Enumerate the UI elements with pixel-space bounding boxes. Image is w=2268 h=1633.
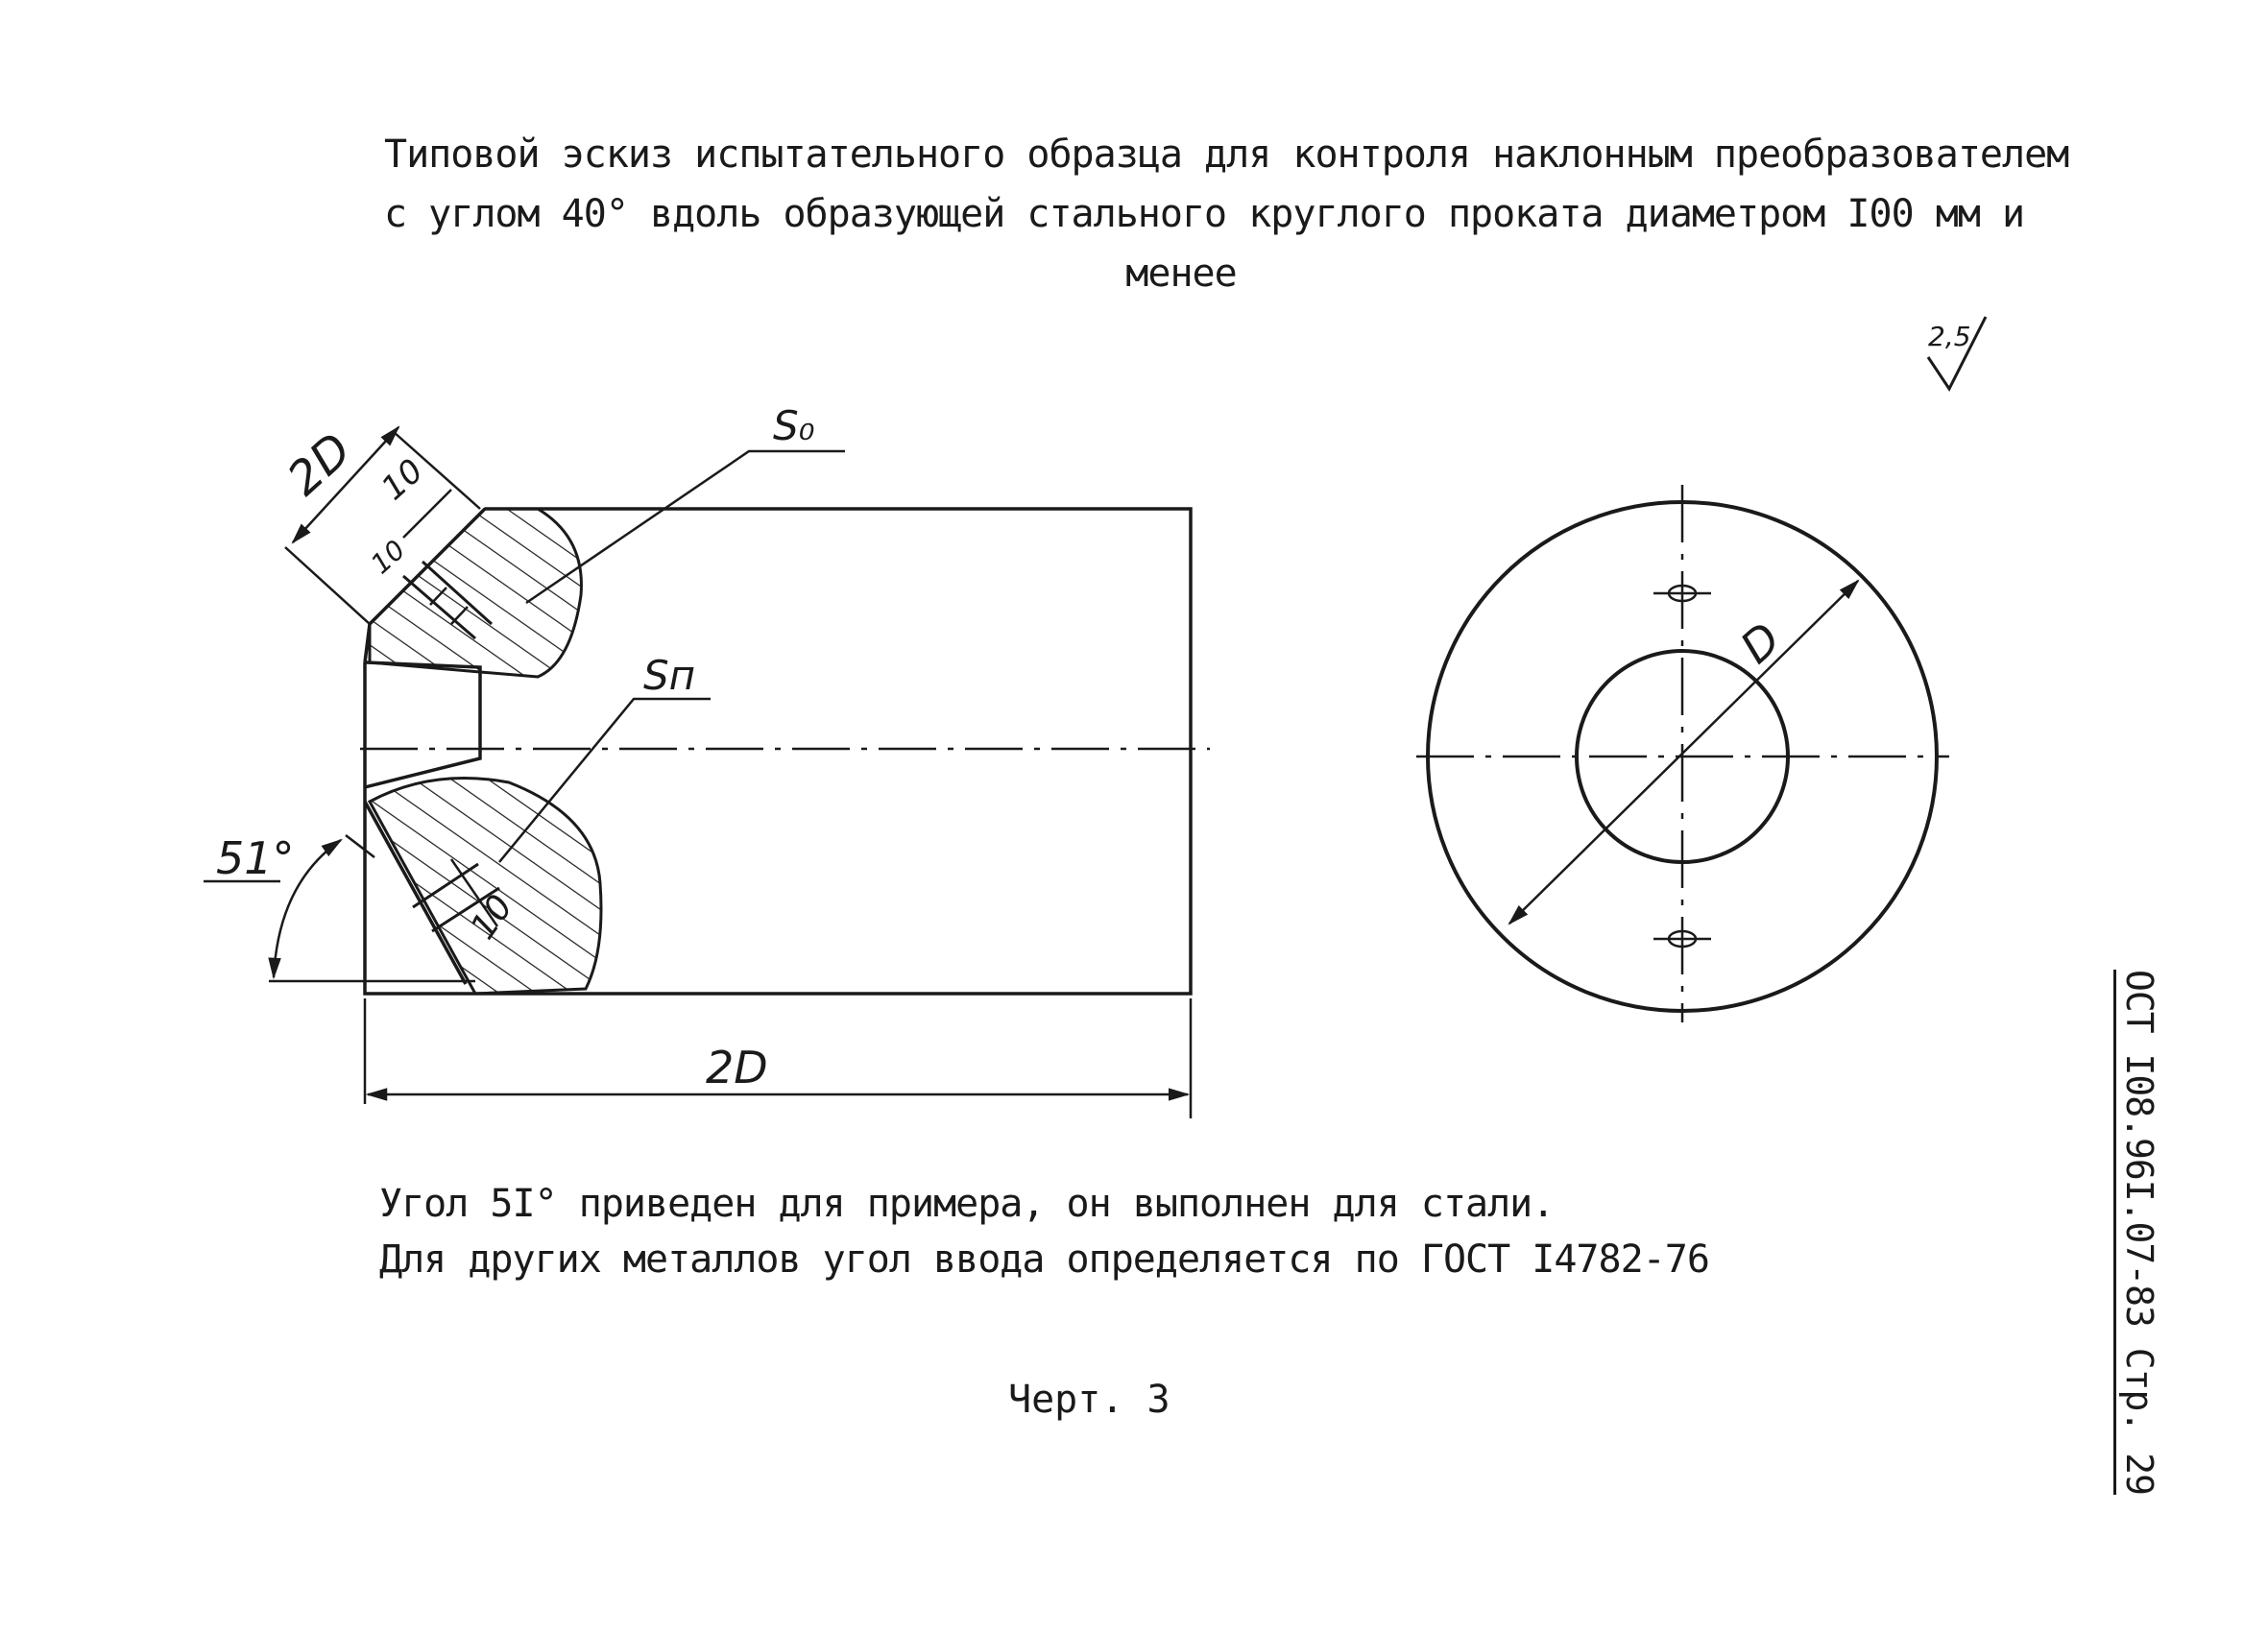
dim-2d-inclined-label: 2D [277, 422, 362, 506]
standard-page-stamp: ОСТ I08.96I.07-83 Стр. 29 [2113, 970, 2160, 1495]
title-line-3: менее [1125, 252, 1237, 296]
sn-label: Sп [643, 652, 695, 699]
drawing-notes: Угол 5I° приведен для примера, он выполн… [379, 1176, 1710, 1287]
angle-51-label: 51° [216, 832, 295, 884]
sn-leader [498, 697, 711, 863]
title-line-2: с углом 40° вдоль образующей стального к… [384, 192, 2025, 236]
title-line-1: Типовой эскиз испытательного образца для… [384, 132, 2069, 177]
upper-hatched-section [368, 507, 583, 679]
dim-2d-length-label: 2D [706, 1042, 768, 1093]
angle-51-dimension [204, 834, 475, 983]
note-line-2: Для других металлов угол ввода определяе… [379, 1237, 1710, 1282]
diameter-label: D [1730, 612, 1790, 674]
surface-roughness-symbol: 2,5 [1926, 316, 1988, 392]
specimen-end-view [1416, 485, 1949, 1022]
s0-label: S₀ [773, 402, 815, 449]
dim-10-upper-b: 10 [365, 534, 412, 580]
note-line-1: Угол 5I° приведен для примера, он выполн… [379, 1182, 1555, 1226]
dimension-2d-inclined [284, 425, 481, 625]
dim-10-upper-a: 10 [374, 451, 431, 508]
figure-caption: Черт. 3 [1008, 1378, 1170, 1422]
specimen-side-view [363, 507, 1193, 996]
lower-hatched-section [367, 777, 603, 996]
dimension-2d-length [363, 998, 1193, 1118]
drawing-title: Типовой эскиз испытательного образца для… [384, 125, 2069, 303]
roughness-value: 2,5 [1928, 321, 1971, 352]
s0-leader [525, 449, 845, 605]
